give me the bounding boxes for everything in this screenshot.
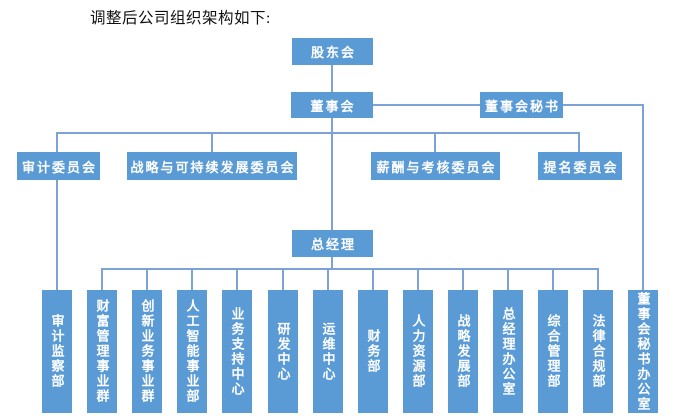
node-board-of-directors: 董事会 bbox=[291, 92, 373, 118]
page-title: 调整后公司组织架构如下: bbox=[90, 10, 271, 27]
dept-business-support-center: 业务支持中心 bbox=[222, 290, 252, 413]
connector-board-secretary bbox=[373, 104, 480, 106]
node-strategy-sustainability-committee: 战略与可持续发展委员会 bbox=[127, 152, 297, 180]
node-board-secretary: 董事会秘书 bbox=[480, 92, 563, 118]
connector-drop-audit-committee bbox=[56, 132, 58, 152]
connector-secretary-office-drop bbox=[642, 104, 644, 290]
connector-drop-dept-13 bbox=[597, 268, 599, 290]
connector-drop-dept-2 bbox=[101, 268, 103, 290]
dept-board-secretary-office: 董事会秘书办公室 bbox=[628, 290, 658, 413]
connector-shareholders-board bbox=[331, 65, 333, 92]
connector-drop-dept-4 bbox=[191, 268, 193, 290]
connector-audit-committee-dept bbox=[56, 180, 58, 290]
dept-wealth-management-group: 财富管理事业群 bbox=[87, 290, 117, 413]
connector-drop-compensation-committee bbox=[434, 132, 436, 152]
dept-human-resources: 人力资源部 bbox=[403, 290, 433, 413]
connector-secretary-elbow bbox=[563, 104, 644, 106]
dept-legal-compliance: 法律合规部 bbox=[583, 290, 613, 413]
dept-general-administration: 综合管理部 bbox=[538, 290, 568, 413]
connector-drop-strategy-committee bbox=[211, 132, 213, 152]
connector-drop-dept-5 bbox=[236, 268, 238, 290]
node-audit-committee: 审计委员会 bbox=[17, 152, 100, 180]
dept-strategic-development: 战略发展部 bbox=[448, 290, 478, 413]
dept-operations-center: 运维中心 bbox=[313, 290, 343, 413]
node-nomination-committee: 提名委员会 bbox=[538, 152, 622, 180]
connector-drop-dept-9 bbox=[417, 268, 419, 290]
dept-rnd-center: 研发中心 bbox=[268, 290, 298, 413]
connector-department-bus bbox=[101, 268, 599, 270]
connector-committee-bus bbox=[56, 132, 580, 134]
dept-gm-office: 总经理办公室 bbox=[493, 290, 523, 413]
connector-gm-bus bbox=[331, 257, 333, 268]
node-shareholders-meeting: 股东会 bbox=[292, 38, 373, 65]
dept-audit-supervision: 审计监察部 bbox=[42, 290, 72, 413]
connector-drop-dept-12 bbox=[552, 268, 554, 290]
dept-ai-business: 人工智能事业部 bbox=[177, 290, 207, 413]
node-general-manager: 总经理 bbox=[292, 230, 373, 257]
connector-drop-dept-7 bbox=[327, 268, 329, 290]
node-compensation-assessment-committee: 薪酬与考核委员会 bbox=[371, 152, 500, 180]
connector-drop-dept-10 bbox=[462, 268, 464, 290]
connector-board-gm bbox=[331, 118, 333, 230]
dept-innovation-business-group: 创新业务事业群 bbox=[132, 290, 162, 413]
connector-drop-dept-6 bbox=[282, 268, 284, 290]
connector-drop-dept-3 bbox=[146, 268, 148, 290]
connector-drop-dept-8 bbox=[372, 268, 374, 290]
dept-finance: 财务部 bbox=[358, 290, 388, 413]
connector-drop-dept-11 bbox=[507, 268, 509, 290]
connector-drop-nomination-committee bbox=[578, 132, 580, 152]
